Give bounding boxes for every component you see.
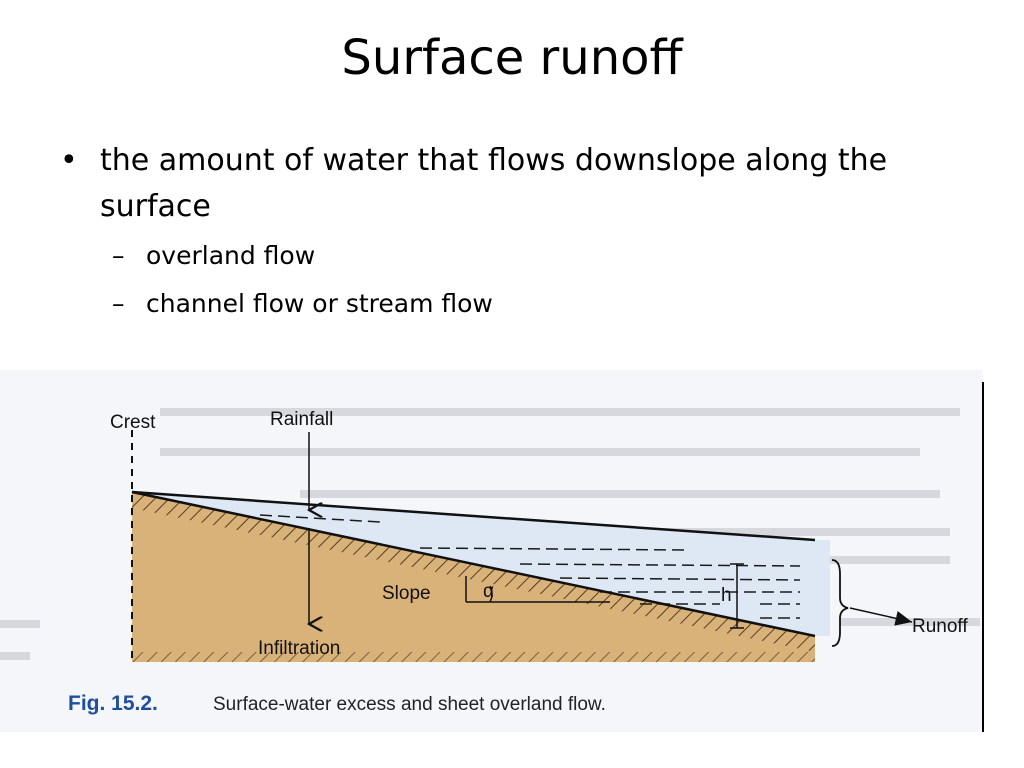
- infiltration-label: Infiltration: [258, 638, 340, 659]
- water-dashes: [259, 514, 801, 619]
- ground-surface-line: [131, 490, 816, 638]
- soil-hatching: [132, 492, 815, 652]
- bullet-list: • the amount of water that flows downslo…: [60, 138, 980, 324]
- rainfall-label: Rainfall: [270, 409, 333, 430]
- slope-angle-arc: [489, 585, 493, 603]
- bullet-item-main: • the amount of water that flows downslo…: [60, 138, 980, 230]
- sub-bullet-channel: – channel flow or stream flow: [60, 284, 980, 324]
- slope-label: Slope: [382, 583, 431, 604]
- caption-number: Fig. 15.2.: [68, 692, 158, 715]
- crest-label: Crest: [110, 412, 156, 433]
- sub-bullet-text: channel flow or stream flow: [146, 289, 493, 318]
- bullet-dot: •: [60, 143, 78, 178]
- slide-title: Surface runoff: [341, 30, 683, 86]
- caption-text: Surface-water excess and sheet overland …: [213, 694, 606, 715]
- h-label: h: [721, 585, 732, 606]
- sub-bullet-overland: – overland flow: [60, 236, 980, 276]
- sub-bullet-text: overland flow: [146, 241, 316, 270]
- sub-bullet-dash: –: [112, 241, 125, 270]
- overland-flow-figure: Crest Rainfall Infiltration Slope α h Ru…: [0, 370, 1024, 750]
- water-surface-line: [131, 490, 816, 542]
- soil-base-hatch: [132, 652, 815, 662]
- sub-bullet-dash: –: [112, 289, 125, 318]
- runoff-arrow: [849, 607, 913, 626]
- runoff-brace: [831, 559, 849, 647]
- alpha-label: α: [483, 581, 494, 602]
- bullet-text: the amount of water that flows downslope…: [100, 143, 888, 224]
- runoff-label: Runoff: [912, 616, 968, 637]
